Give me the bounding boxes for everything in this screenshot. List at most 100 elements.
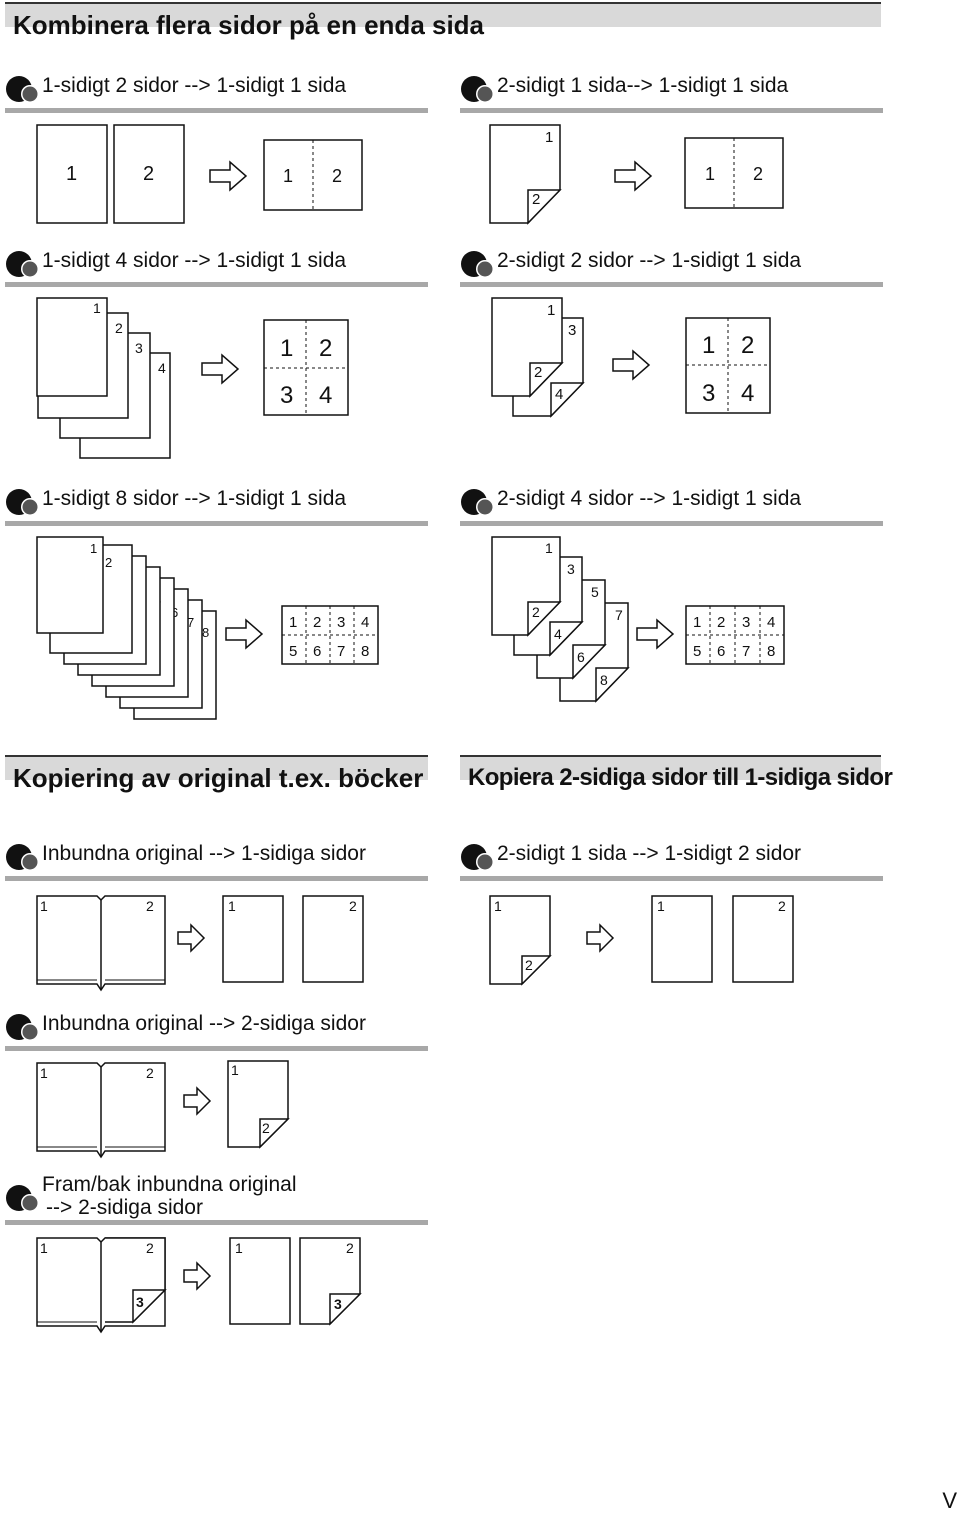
- svg-text:3: 3: [334, 1296, 342, 1312]
- item-bound-2sided: Inbundna original --> 2-sidiga sidor: [5, 1011, 435, 1051]
- svg-text:2: 2: [717, 614, 725, 631]
- svg-text:1: 1: [547, 302, 555, 319]
- double-circle-bullet-icon: [461, 489, 494, 516]
- svg-text:2: 2: [143, 163, 154, 185]
- svg-text:7: 7: [615, 607, 623, 623]
- svg-text:1: 1: [289, 614, 297, 631]
- diagram-duplex-to-1: 1 2 1 2: [489, 124, 784, 225]
- item-rule: [5, 521, 428, 526]
- svg-text:3: 3: [337, 614, 345, 631]
- svg-text:1: 1: [40, 898, 48, 914]
- item-label: 1-sidigt 2 sidor --> 1-sidigt 1 sida: [42, 74, 347, 97]
- svg-text:2: 2: [262, 1120, 270, 1136]
- svg-text:1: 1: [657, 898, 665, 914]
- diagram-duplex-to-2-pages: 12 1 2: [489, 895, 794, 986]
- item-label: Inbundna original --> 1-sidiga sidor: [42, 842, 366, 865]
- svg-text:8: 8: [361, 643, 369, 660]
- svg-text:3: 3: [135, 340, 143, 356]
- item-rule: [460, 876, 883, 881]
- svg-text:6: 6: [577, 649, 585, 665]
- double-circle-bullet-icon: [461, 844, 494, 871]
- item-rule: [5, 1220, 428, 1225]
- svg-text:7: 7: [187, 615, 194, 630]
- double-circle-bullet-icon: [6, 251, 39, 278]
- outline-right-arrow-icon: [225, 618, 264, 650]
- item-rule: [460, 282, 883, 287]
- svg-text:1: 1: [283, 166, 293, 186]
- svg-text:1: 1: [693, 614, 701, 631]
- double-circle-bullet-icon: [461, 76, 494, 103]
- item-label: 2-sidigt 4 sidor --> 1-sidigt 1 sida: [497, 487, 802, 510]
- outline-right-arrow-icon: [636, 618, 675, 650]
- svg-text:4: 4: [158, 360, 166, 376]
- svg-text:8: 8: [767, 643, 775, 660]
- item-label: Inbundna original --> 2-sidiga sidor: [42, 1012, 366, 1035]
- item-label: 2-sidigt 2 sidor --> 1-sidigt 1 sida: [497, 249, 802, 272]
- svg-text:1: 1: [545, 129, 553, 146]
- section-band-combine: [5, 2, 881, 27]
- svg-text:8: 8: [202, 625, 209, 640]
- svg-text:2: 2: [525, 957, 533, 973]
- svg-text:6: 6: [313, 643, 321, 660]
- svg-text:7: 7: [742, 643, 750, 660]
- svg-text:4: 4: [741, 380, 754, 407]
- svg-text:2: 2: [146, 1240, 154, 1256]
- item-2s1-1s1: 2-sidigt 1 sida--> 1-sidigt 1 sida: [460, 73, 890, 113]
- item-rule: [5, 108, 428, 113]
- svg-text:5: 5: [289, 643, 297, 660]
- diagram-duplex2-to-1: 3 4 1 2 1 2 3 4: [491, 297, 771, 418]
- item-rule: [5, 876, 428, 881]
- svg-text:2: 2: [332, 166, 342, 186]
- item-rule: [460, 521, 883, 526]
- svg-text:3: 3: [567, 561, 575, 577]
- svg-text:2: 2: [534, 364, 542, 381]
- item-label: 2-sidigt 1 sida --> 1-sidigt 2 sidor: [497, 842, 802, 865]
- svg-text:4: 4: [319, 382, 332, 409]
- outline-right-arrow-icon: [201, 353, 240, 385]
- svg-text:4: 4: [555, 386, 563, 403]
- section-band-duplex: [460, 755, 881, 780]
- svg-text:1: 1: [702, 332, 715, 359]
- item-rule: [460, 108, 883, 113]
- double-circle-bullet-icon: [461, 251, 494, 278]
- outline-right-arrow-icon: [586, 923, 615, 953]
- svg-text:2: 2: [146, 898, 154, 914]
- svg-text:1: 1: [545, 540, 553, 556]
- item-label-line2: --> 2-sidiga sidor: [46, 1196, 203, 1219]
- svg-text:2: 2: [115, 320, 123, 336]
- outline-right-arrow-icon: [614, 160, 653, 192]
- double-circle-bullet-icon: [6, 76, 39, 103]
- section-title-books: Kopiering av original t.ex. böcker: [13, 763, 424, 793]
- svg-text:1: 1: [235, 1240, 243, 1256]
- svg-text:1: 1: [231, 1062, 239, 1078]
- svg-text:1: 1: [228, 898, 236, 914]
- double-circle-bullet-icon: [6, 844, 39, 871]
- svg-text:1: 1: [280, 335, 293, 362]
- svg-text:3: 3: [702, 380, 715, 407]
- svg-text:3: 3: [280, 382, 293, 409]
- svg-text:4: 4: [361, 614, 369, 631]
- item-bound-1sided: Inbundna original --> 1-sidiga sidor: [5, 841, 435, 881]
- item-1s2-1s1: 1-sidigt 2 sidor --> 1-sidigt 1 sida: [5, 73, 435, 113]
- section-band-books: [5, 755, 428, 780]
- double-circle-bullet-icon: [6, 1185, 39, 1212]
- svg-text:2: 2: [313, 614, 321, 631]
- item-2s4-1s1: 2-sidigt 4 sidor --> 1-sidigt 1 sida: [460, 486, 890, 526]
- svg-text:2: 2: [741, 332, 754, 359]
- item-2s2-1s1: 2-sidigt 2 sidor --> 1-sidigt 1 sida: [460, 248, 890, 288]
- svg-text:3: 3: [136, 1294, 144, 1310]
- item-frontback-bound: Fram/bak inbundna original --> 2-sidiga …: [5, 1172, 435, 1222]
- svg-text:2: 2: [532, 191, 540, 208]
- section-title-combine: Kombinera flera sidor på en enda sida: [13, 10, 485, 40]
- item-label: 1-sidigt 4 sidor --> 1-sidigt 1 sida: [42, 249, 347, 272]
- section-title-duplex: Kopiera 2-sidiga sidor till 1-sidiga sid…: [468, 764, 893, 791]
- svg-text:1: 1: [40, 1065, 48, 1081]
- item-rule: [5, 1046, 428, 1051]
- svg-text:4: 4: [554, 626, 562, 642]
- outline-right-arrow-icon: [177, 923, 206, 953]
- svg-text:8: 8: [600, 672, 608, 688]
